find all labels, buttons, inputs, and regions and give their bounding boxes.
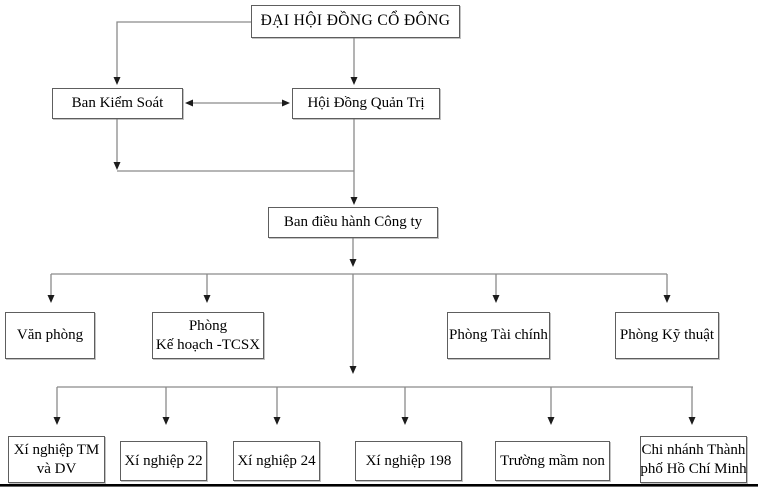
org-node-ban-dieu-hanh-cong-ty: Ban điều hành Công ty [268, 207, 438, 238]
arrow-down-icon [688, 417, 696, 425]
arrow-down-icon [47, 295, 55, 303]
org-node-xi-nghiep-24: Xí nghiệp 24 [233, 441, 320, 481]
arrow-down-icon [492, 295, 500, 303]
org-node-dai-hoi-dong-co-dong: ĐẠI HỘI ĐỒNG CỔ ĐÔNG [251, 5, 460, 38]
org-node-van-phong: Văn phòng [5, 312, 95, 359]
arrow-down-icon [350, 197, 358, 205]
node-label: Văn phòng [16, 327, 84, 344]
node-label: và DV [36, 460, 77, 477]
org-node-truong-mam-non: Trường mầm non [495, 441, 610, 481]
org-node-hoi-dong-quan-tri: Hội Đồng Quản Trị [292, 88, 440, 119]
arrow-down-icon [663, 295, 671, 303]
org-node-phong-tai-chinh: Phòng Tài chính [447, 312, 550, 359]
arrow-down-icon [113, 162, 121, 170]
org-node-chi-nhanh-tp-hcm: Chi nhánh Thành phố Hồ Chí Minh [640, 436, 747, 483]
arrow-down-icon [349, 366, 357, 374]
node-label: Xí nghiệp TM [13, 442, 100, 459]
arrowhead-icons [47, 77, 696, 425]
node-label: phố Hồ Chí Minh [640, 460, 747, 477]
arrow-down-icon [113, 77, 121, 85]
org-node-xi-nghiep-198: Xí nghiệp 198 [355, 441, 462, 481]
arrow-down-icon [53, 417, 61, 425]
org-node-xi-nghiep-tm-va-dv: Xí nghiệp TM và DV [8, 436, 105, 483]
node-label: Ban Kiểm Soát [71, 95, 164, 112]
node-label: Ban điều hành Công ty [283, 214, 423, 231]
arrow-left-icon [185, 99, 193, 107]
node-label: Chi nhánh Thành [641, 442, 746, 459]
arrow-down-icon [203, 295, 211, 303]
node-label: Phòng Tài chính [449, 327, 548, 344]
arrow-down-icon [273, 417, 281, 425]
node-label: Kế hoạch -TCSX [155, 336, 261, 353]
org-node-xi-nghiep-22: Xí nghiệp 22 [120, 441, 207, 481]
node-label: Xí nghiệp 24 [237, 452, 316, 469]
bottom-rule [0, 484, 758, 487]
arrow-down-icon [349, 259, 357, 267]
node-label: Xí nghiệp 22 [124, 452, 203, 469]
arrow-down-icon [162, 417, 170, 425]
node-label: Hội Đồng Quản Trị [307, 95, 425, 112]
connector-lines [50, 21, 693, 417]
arrow-down-icon [547, 417, 555, 425]
node-label: Phòng [188, 318, 228, 335]
node-label: Trường mầm non [500, 452, 605, 469]
org-node-phong-ky-thuat: Phòng Kỹ thuật [615, 312, 719, 359]
node-label: ĐẠI HỘI ĐỒNG CỔ ĐÔNG [260, 12, 451, 30]
org-node-phong-ke-hoach-tcsx: Phòng Kế hoạch -TCSX [152, 312, 264, 359]
arrow-down-icon [350, 77, 358, 85]
node-label: Phòng Kỹ thuật [619, 327, 715, 344]
node-label: Xí nghiệp 198 [365, 452, 452, 469]
arrow-down-icon [401, 417, 409, 425]
arrow-right-icon [282, 99, 290, 107]
org-node-ban-kiem-soat: Ban Kiểm Soát [52, 88, 183, 119]
